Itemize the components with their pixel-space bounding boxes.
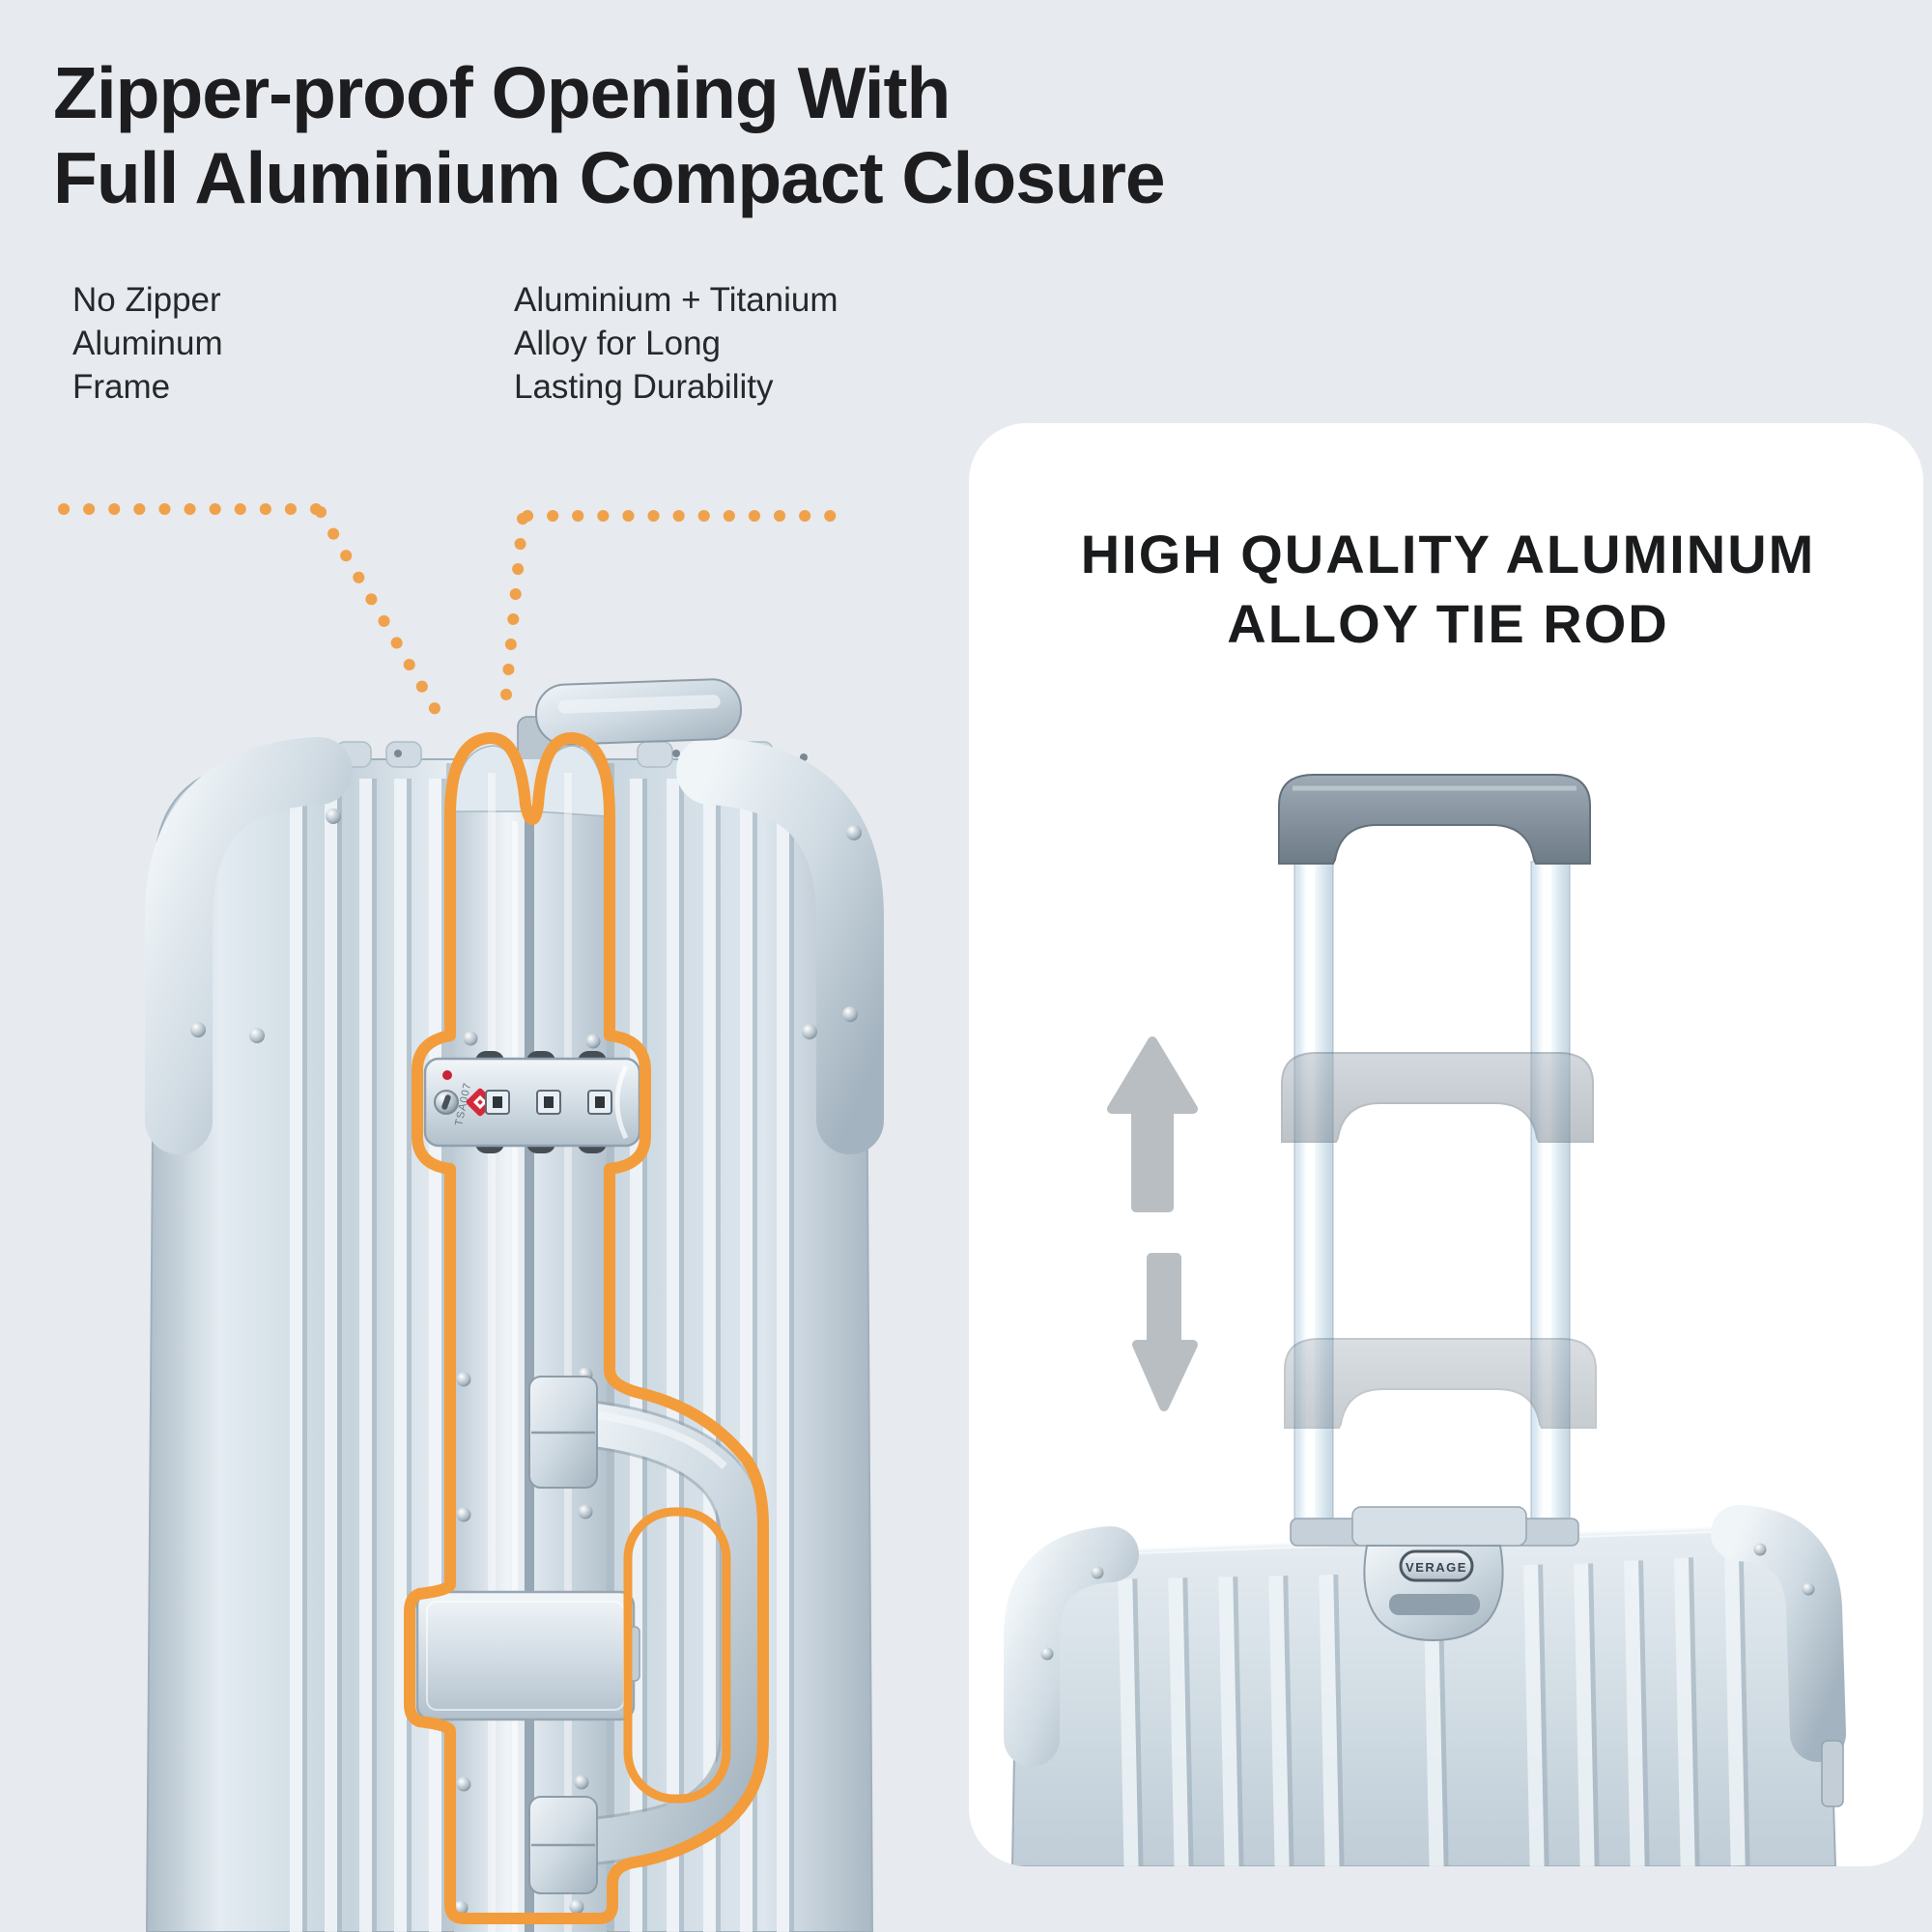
rivet (326, 809, 341, 824)
latch-block (415, 1590, 640, 1721)
rivet (842, 1007, 858, 1022)
page-title-line1: Zipper-proof Opening With (53, 52, 951, 133)
side-latch (1821, 1740, 1844, 1807)
top-handle-pod: VERAGE (1363, 1545, 1504, 1642)
callout-no-zipper-line3: Frame (72, 368, 171, 406)
rivet (190, 1022, 206, 1037)
brand-badge-label: VERAGE (1406, 1560, 1467, 1575)
callout-no-zipper-line1: No Zipper (72, 281, 221, 319)
tie-rod-handle (1278, 774, 1591, 865)
closure-outline (404, 732, 769, 1924)
closure-strip (446, 745, 614, 1932)
panel-suitcase-ridges (1118, 1554, 1750, 1866)
leader-line-right (499, 510, 846, 711)
left-suitcase-figure: TSA007 (145, 678, 884, 1932)
brand-badge (1399, 1549, 1474, 1582)
telescopic-rods (1293, 861, 1571, 1556)
rivet (802, 1024, 817, 1039)
lock-red-dot (442, 1070, 452, 1080)
callout-alloy: Aluminium + Titanium Alloy for Long Last… (514, 278, 838, 409)
panel-heading-line2: ALLOY TIE ROD (1227, 593, 1669, 654)
page-title-line2: Full Aluminium Compact Closure (53, 137, 1166, 218)
leader-line-left (58, 503, 445, 723)
page-title: Zipper-proof Opening With Full Aluminium… (53, 50, 1166, 220)
frame-rivets (453, 1031, 601, 1916)
rivet (1802, 1582, 1815, 1596)
panel-heading: HIGH QUALITY ALUMINUM ALLOY TIE ROD (974, 520, 1922, 659)
feature-panel (969, 423, 1923, 1866)
callout-alloy-line1: Aluminium + Titanium (514, 281, 838, 319)
callout-alloy-line2: Alloy for Long (514, 325, 722, 362)
rivet (1091, 1566, 1104, 1579)
rivet (1753, 1543, 1767, 1556)
up-arrow-icon (1107, 1037, 1198, 1212)
side-handle (528, 1376, 768, 1894)
panel-corner-protectors (1004, 1505, 1846, 1767)
callout-no-zipper-line2: Aluminum (72, 325, 223, 362)
rivet (1040, 1647, 1054, 1661)
corner-protectors (145, 737, 884, 1154)
panel-heading-line1: HIGH QUALITY ALUMINUM (1080, 524, 1816, 584)
lock-dial-windows (485, 1090, 612, 1115)
rivet (846, 825, 862, 840)
callout-alloy-line3: Lasting Durability (514, 368, 774, 406)
down-arrow-icon (1132, 1253, 1198, 1411)
callout-no-zipper: No Zipper Aluminum Frame (72, 278, 223, 409)
tsa-lock: TSA007 (423, 1051, 641, 1153)
rivet (249, 1028, 265, 1043)
handle-grip-slot (1389, 1594, 1480, 1615)
panel-suitcase: VERAGE (1004, 1505, 1846, 1866)
tie-rod-figure (1107, 774, 1597, 1556)
